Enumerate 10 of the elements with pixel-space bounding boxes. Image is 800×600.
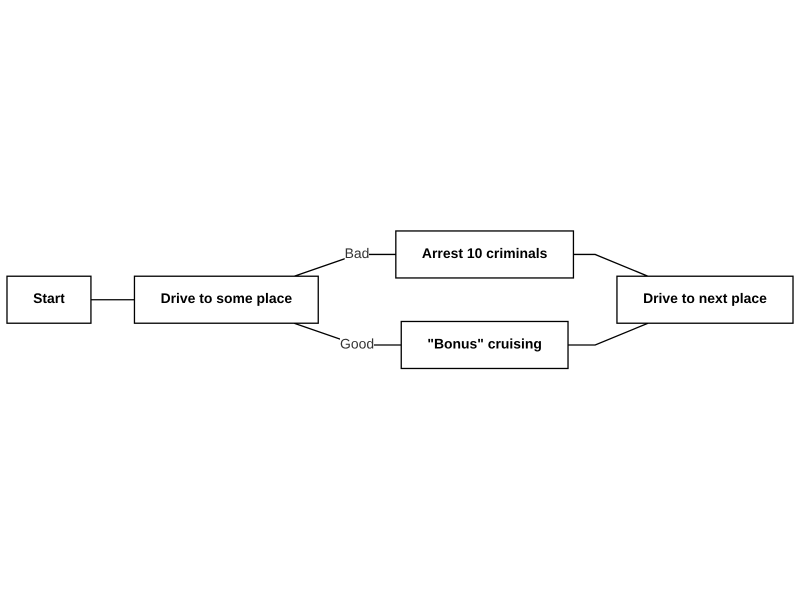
connector	[568, 322, 648, 346]
node-box: Start	[6, 276, 92, 324]
edge-label: Good	[340, 337, 374, 352]
node-box: Arrest 10 criminals	[395, 230, 574, 279]
connector	[573, 254, 648, 278]
node-box: Drive to some place	[134, 276, 319, 324]
node-box: Drive to next place	[616, 276, 794, 324]
edge-label: Bad	[344, 246, 370, 262]
connector	[90, 299, 134, 301]
node-box: "Bonus" cruising	[400, 321, 569, 370]
